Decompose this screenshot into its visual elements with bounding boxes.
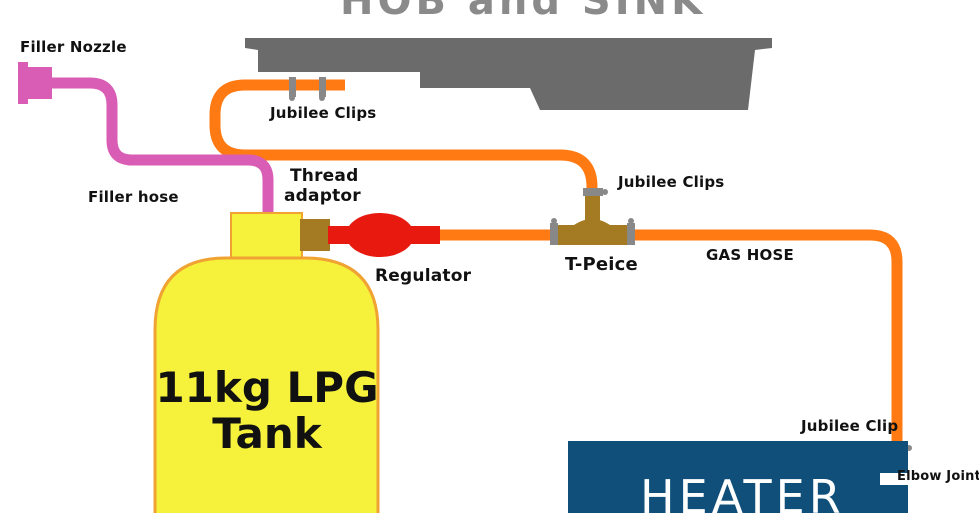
filler-hose [50, 77, 274, 216]
lpg-tank [153, 212, 380, 513]
t-piece-label: T-Peice [565, 254, 638, 275]
filler-hose-label: Filler hose [88, 188, 179, 206]
gas-hose-label: GAS HOSE [706, 246, 794, 264]
jubilee-clips-tee-label: Jubilee Clips [618, 173, 725, 191]
hob-and-sink [245, 38, 772, 110]
lpg-system-diagram [18, 38, 912, 513]
gas-hose [209, 79, 903, 452]
filler-nozzle [18, 62, 52, 104]
jubilee-clip-top-1 [289, 77, 296, 97]
thread-adaptor-label-1: Thread [290, 166, 359, 186]
jubilee-clip-tee-right [627, 223, 635, 245]
jubilee-clip-top-2 [319, 77, 326, 97]
regulator-label: Regulator [375, 266, 472, 286]
tank-label-line2: Tank [212, 409, 322, 458]
tank-label-line1: 11kg LPG [155, 363, 379, 412]
heater-label: HEATER [640, 470, 845, 524]
jubilee-clip-tee-left [550, 223, 558, 245]
jubilee-clip-heater-label: Jubilee Clip [801, 417, 899, 435]
elbow-joint-label: Elbow Joint [897, 469, 979, 484]
regulator [328, 213, 440, 257]
jubilee-clip-tee [583, 188, 603, 196]
heater [568, 441, 908, 513]
thread-adaptor [300, 219, 330, 251]
diagram-title: HOB and SINK [340, 0, 707, 24]
thread-adaptor-label-2: adaptor [284, 186, 361, 206]
filler-nozzle-label: Filler Nozzle [20, 38, 127, 56]
jubilee-clips [289, 77, 912, 452]
t-piece [555, 196, 633, 245]
jubilee-clips-top-label: Jubilee Clips [270, 104, 377, 122]
